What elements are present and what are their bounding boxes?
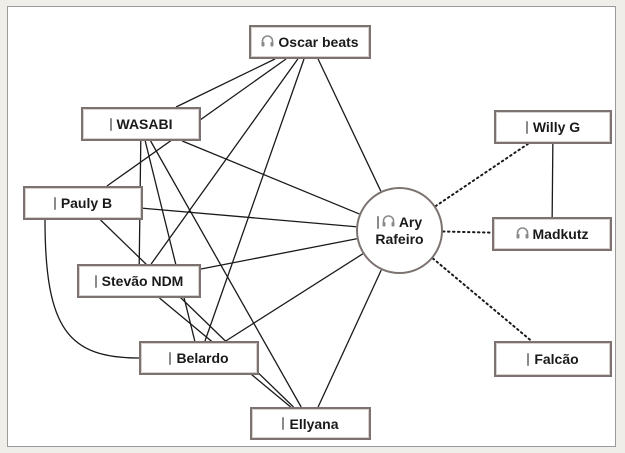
mic-icon: [525, 120, 528, 134]
edge-wasabi-ary: [182, 140, 360, 215]
node-ellyana[interactable]: Ellyana: [250, 407, 371, 440]
mic-icon: [282, 417, 285, 430]
headphones-icon: [516, 226, 529, 242]
node-stevao-ndm[interactable]: Stevão NDM: [77, 264, 201, 298]
mic-icon: [527, 352, 530, 366]
node-label: Belardo: [176, 350, 229, 366]
node-pauly-b[interactable]: Pauly B: [23, 186, 143, 220]
edge-wasabi-belardo: [144, 140, 196, 342]
mic-icon: [376, 215, 379, 229]
node-label: WASABI: [116, 116, 173, 132]
headphones-icon: [382, 214, 395, 231]
headphones-icon: [261, 34, 274, 50]
node-label: Madkutz: [532, 226, 589, 242]
mic-icon: [109, 117, 112, 131]
node-falcao[interactable]: Falcão: [494, 341, 612, 377]
edge-oscar-ary: [317, 58, 382, 192]
edge-ary-willy: [434, 143, 529, 208]
mic-icon: [169, 351, 172, 365]
node-ary-rafeiro[interactable]: Ary Rafeiro: [356, 187, 443, 274]
edge-pauly-ellyana: [100, 219, 294, 408]
edge-ellyana-ary: [317, 269, 382, 408]
edge-belardo-ary: [225, 253, 364, 342]
node-oscar-beats[interactable]: Oscar beats: [249, 25, 371, 59]
mic-icon: [94, 274, 97, 288]
mic-icon: [53, 196, 56, 210]
edge-oscar-belardo: [204, 58, 305, 342]
edge-ary-falcao: [431, 257, 533, 342]
edge-pauly-ary: [142, 207, 357, 228]
edge-oscar-wasabi: [175, 58, 276, 108]
edge-oscar-stevao: [150, 58, 299, 265]
node-label: Falcão: [534, 351, 579, 367]
edge-stevao-ary: [200, 238, 357, 270]
node-madkutz[interactable]: Madkutz: [492, 217, 612, 251]
node-label: Pauly B: [60, 195, 113, 211]
node-belardo[interactable]: Belardo: [139, 341, 259, 375]
node-label-line2: Rafeiro: [375, 230, 424, 247]
node-label: Willy G: [532, 119, 581, 135]
node-wasabi[interactable]: WASABI: [81, 107, 201, 141]
edge-ary-madkutz: [441, 230, 493, 234]
node-willy-g[interactable]: Willy G: [494, 110, 612, 144]
edge-wasabi-ellyana: [150, 140, 302, 408]
node-label: Oscar beats: [278, 34, 359, 50]
edge-willy-madkutz: [551, 143, 554, 218]
edge-pauly-belardo: [44, 219, 140, 359]
node-label: Ellyana: [289, 415, 339, 432]
node-label-line1: Ary: [398, 213, 423, 230]
node-label: Stevão NDM: [101, 273, 184, 289]
